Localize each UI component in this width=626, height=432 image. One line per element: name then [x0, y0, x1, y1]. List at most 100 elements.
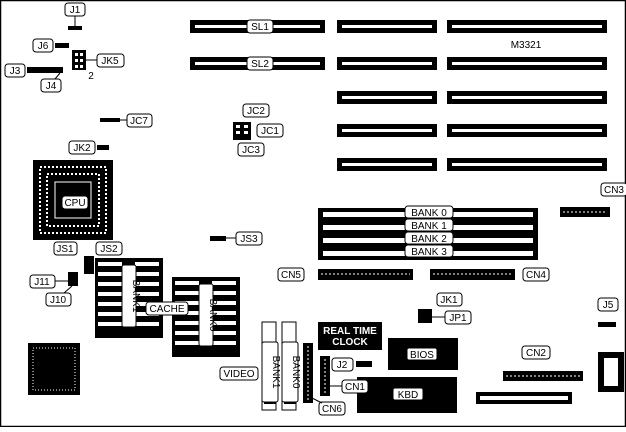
sl1-label: SL1 — [251, 22, 269, 33]
j2-label: J2 — [337, 360, 348, 371]
bank-2-tag — [404, 231, 454, 245]
cn1-label: CN1 — [345, 382, 365, 393]
jc7-label: JC7 — [130, 116, 148, 127]
jk1-tag — [436, 292, 463, 307]
cn1-connector — [303, 343, 313, 403]
j5-tag — [597, 297, 619, 312]
jc1-tag — [256, 123, 284, 138]
jc-jumper-block — [233, 122, 251, 140]
j5-label: J5 — [603, 300, 614, 311]
jc7-header — [100, 118, 120, 122]
j11-header — [68, 272, 78, 286]
video-bank1-label: BANK1 — [270, 356, 281, 389]
rtc-label-line1: REAL TIME — [323, 326, 377, 337]
js1-label: JS1 — [56, 244, 74, 255]
j2-tag — [331, 357, 354, 372]
video-controller-chip — [28, 343, 80, 395]
cn2-label: CN2 — [526, 348, 546, 359]
cn4-label: CN4 — [526, 270, 546, 281]
slot-row-5 — [337, 158, 607, 171]
cn5-tag — [277, 267, 305, 282]
model-label: M3321 — [511, 40, 542, 51]
kbd-tag — [392, 387, 424, 401]
rtc-label-line2: CLOCK — [332, 337, 368, 348]
pin-2-label: 2 — [88, 71, 94, 82]
j6-tag — [32, 38, 54, 53]
js2-label: JS2 — [100, 244, 118, 255]
jc2-label: JC2 — [247, 106, 265, 117]
jc3-tag — [237, 142, 265, 157]
jk5-header — [72, 50, 86, 70]
cache-tag — [145, 301, 189, 316]
cn3-label: CN3 — [604, 185, 624, 196]
video-label: VIDEO — [223, 369, 254, 380]
jk1-header — [418, 309, 432, 323]
sl1-tag — [246, 19, 274, 34]
j6-label: J6 — [38, 41, 49, 52]
slot-row-1 — [337, 20, 607, 33]
j3-header — [27, 67, 63, 73]
cpu-label: CPU — [64, 198, 85, 209]
j5-header — [598, 322, 616, 327]
jc2-tag — [242, 103, 270, 118]
j6-header — [55, 43, 69, 48]
slot-row-3 — [337, 91, 607, 104]
slot-row-2 — [337, 57, 607, 70]
cn6-label: CN6 — [322, 404, 342, 415]
cpu-tag — [61, 195, 89, 210]
jc7-tag — [126, 113, 153, 128]
bank-2-label: BANK 2 — [411, 234, 447, 245]
cache-label: CACHE — [149, 304, 184, 315]
video-bank1-tag — [261, 341, 279, 403]
bank-3-label: BANK 3 — [411, 247, 447, 258]
video-bank0-tag — [281, 341, 299, 403]
cn4-connector — [430, 269, 515, 280]
expansion-slots — [190, 20, 607, 171]
cn2-tag — [521, 345, 551, 360]
bank-0-label: BANK 0 — [411, 208, 447, 219]
bios-tag — [406, 347, 438, 361]
bank-1-tag — [404, 218, 454, 232]
bank-1-label: BANK 1 — [411, 221, 447, 232]
js2-tag — [95, 241, 123, 256]
jk1-label: JK1 — [440, 295, 458, 306]
jk2-header — [97, 145, 109, 150]
bank-3-tag — [404, 244, 454, 258]
cn3-tag — [600, 182, 626, 197]
j10-tag — [45, 292, 72, 307]
js1-tag — [53, 241, 78, 256]
js3-header — [210, 236, 226, 241]
j1-header — [68, 26, 82, 30]
j10-label: J10 — [50, 295, 67, 306]
cache-bank0-label: BANK0 — [207, 299, 218, 332]
kbd-label: KBD — [398, 390, 419, 401]
jp1-label: JP1 — [449, 313, 467, 324]
video-tag — [219, 366, 259, 381]
jc1-label: JC1 — [261, 126, 279, 137]
jk2-tag — [68, 140, 96, 155]
js3-tag — [235, 231, 263, 246]
sl2-tag — [246, 56, 274, 71]
j3-tag — [4, 63, 26, 78]
video-bank0-label: BANK0 — [290, 356, 301, 389]
cache-bank1-tag — [121, 264, 137, 328]
j3-label: J3 — [10, 66, 21, 77]
j4-label: J4 — [46, 81, 57, 92]
cache-bank0-tag — [198, 283, 214, 347]
slot-row-4 — [337, 124, 607, 137]
bank-0-tag — [404, 205, 454, 219]
jc3-label: JC3 — [242, 145, 260, 156]
sl2-label: SL2 — [251, 59, 269, 70]
j1-label: J1 — [70, 5, 81, 16]
jk5-label: JK5 — [101, 56, 119, 67]
bios-label: BIOS — [410, 350, 434, 361]
j4-tag — [40, 78, 62, 93]
cn4-tag — [522, 267, 550, 282]
js3-label: JS3 — [240, 234, 258, 245]
js-jumpers — [84, 256, 94, 274]
j11-label: J11 — [34, 277, 50, 288]
real-time-clock-chip — [318, 322, 382, 350]
jk2-label: JK2 — [73, 143, 91, 154]
